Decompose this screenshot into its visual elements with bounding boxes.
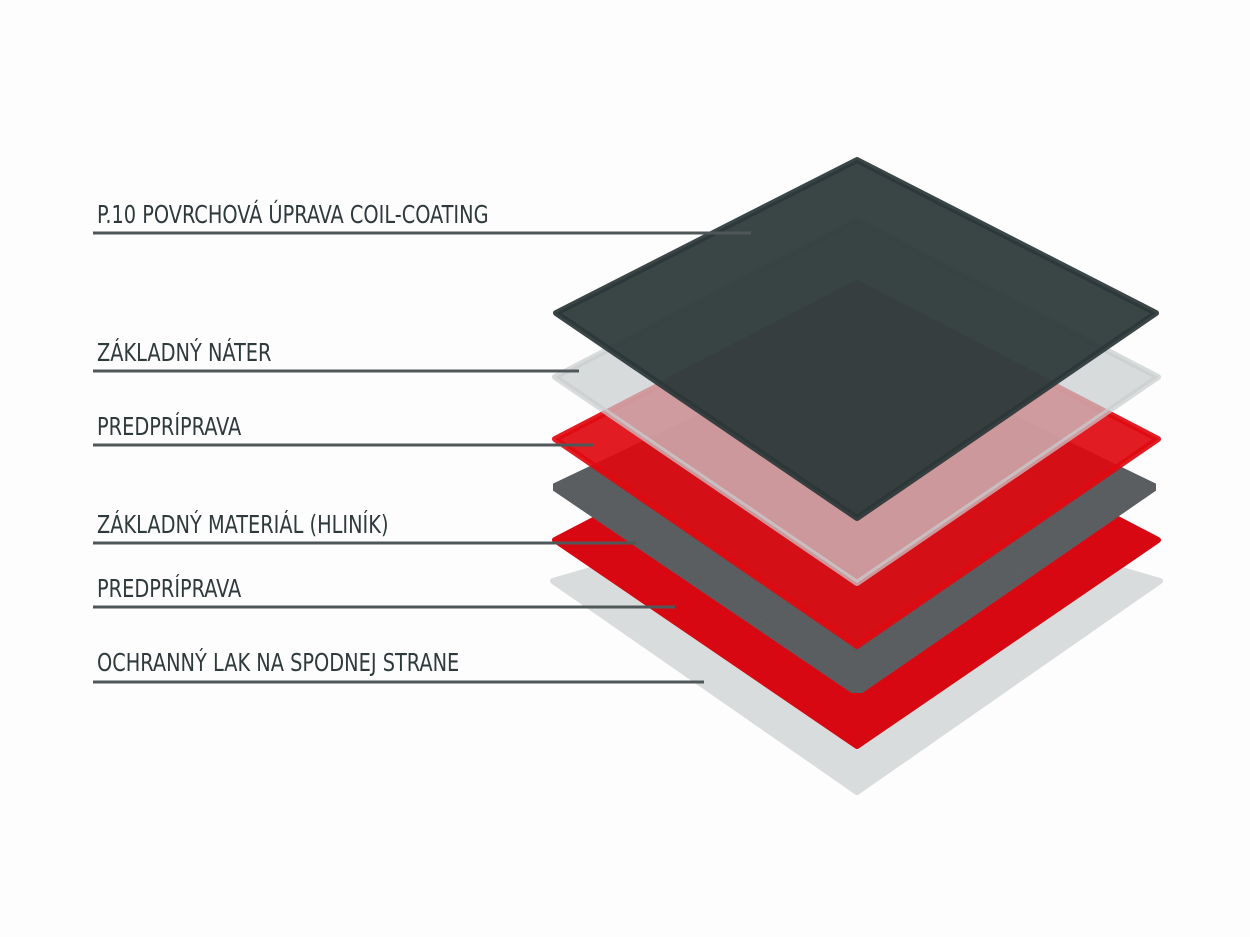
label-primer: ZÁKLADNÝ NÁTER <box>97 338 272 367</box>
label-pretreatment-top: PREDPRÍPRAVA <box>97 412 242 441</box>
layer-coil-coating <box>553 157 1159 521</box>
label-pretreatment-bottom: PREDPRÍPRAVA <box>97 574 242 603</box>
label-coil-coating: P.10 POVRCHOVÁ ÚPRAVA COIL-COATING <box>97 200 489 229</box>
label-protective-lacquer: OCHRANNÝ LAK NA SPODNEJ STRANE <box>97 648 460 677</box>
label-aluminium: ZÁKLADNÝ MATERIÁL (HLINÍK) <box>97 510 389 539</box>
